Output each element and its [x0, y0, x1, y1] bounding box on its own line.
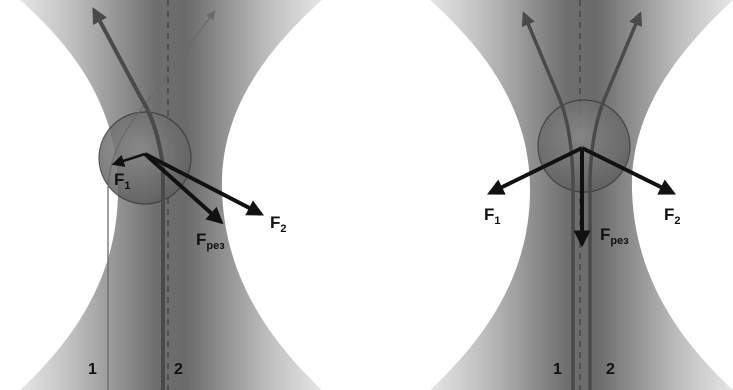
force-f2-arrow-right	[581, 146, 677, 195]
force-fres-label-right: Fрез	[600, 225, 629, 247]
ray-2-number-right: 2	[606, 361, 615, 378]
ray-2-right	[588, 11, 643, 390]
force-f1-arrow-right	[486, 146, 583, 195]
particle-sphere-left	[98, 111, 192, 205]
ray-1-number-left: 1	[88, 361, 97, 378]
force-f2-arrow-left	[144, 152, 264, 216]
ray-1-number-right: 1	[553, 361, 562, 378]
force-fres-label-left: Fрез	[196, 230, 225, 252]
force-f2-label-left: F2	[270, 213, 287, 235]
force-f2-label-right: F2	[664, 205, 681, 227]
left-panel: F1 F2 Fрез 1 2	[20, 0, 322, 390]
force-fres-arrow-left	[143, 152, 224, 225]
ray-2-left	[92, 7, 165, 390]
ray-1-left	[107, 10, 216, 390]
ray-2-number-left: 2	[174, 361, 183, 378]
force-f1-label-left: F1	[114, 170, 131, 192]
ray-1-right	[521, 11, 575, 390]
force-f1-label-right: F1	[484, 205, 501, 227]
force-f1-arrow-left	[111, 152, 146, 167]
right-panel: F1 F2 Fрез 1 2	[430, 0, 733, 390]
